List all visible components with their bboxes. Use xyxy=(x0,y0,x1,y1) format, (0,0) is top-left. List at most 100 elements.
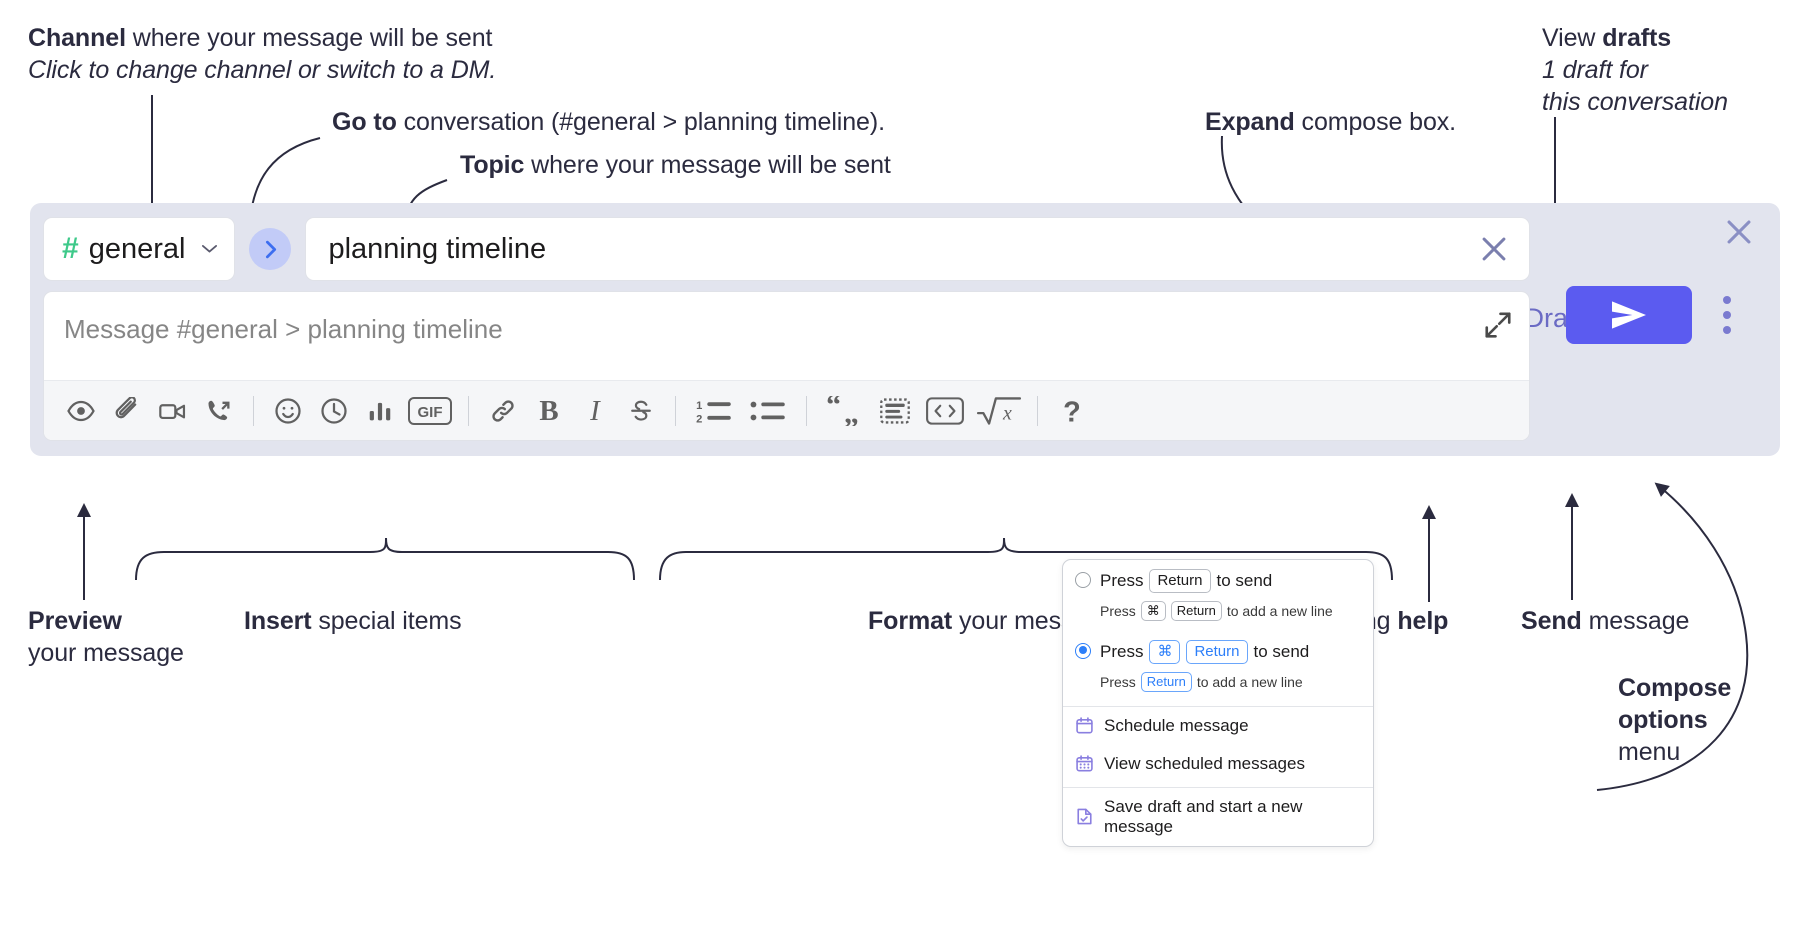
bold-icon[interactable]: B xyxy=(526,389,572,433)
annotation-compose-rest: menu xyxy=(1618,738,1681,766)
kbd-command: ⌘ xyxy=(1140,601,1166,621)
annotation-channel: Channel where your message will be sent … xyxy=(28,22,496,86)
annotation-topic: Topic where your message will be sent xyxy=(460,149,891,181)
compose-options-menu: Press Return to send Press ⌘ Return to a… xyxy=(1062,559,1374,847)
kbd-return: Return xyxy=(1186,639,1248,665)
more-vertical-icon-dot xyxy=(1723,296,1731,304)
topic-value: planning timeline xyxy=(328,232,547,265)
topic-input[interactable]: planning timeline xyxy=(305,217,1530,281)
annotation-compose-bold2: options xyxy=(1618,706,1708,734)
compose-options-kebab-button[interactable] xyxy=(1716,295,1738,335)
annotation-insert-rest: special items xyxy=(311,607,462,635)
channel-selector[interactable]: # general xyxy=(43,217,236,281)
annotation-compose-bold1: Compose xyxy=(1618,674,1732,702)
svg-text:GIF: GIF xyxy=(418,404,443,421)
toolbar-separator xyxy=(806,395,807,426)
strikethrough-icon[interactable] xyxy=(618,389,664,433)
opt1-post: to send xyxy=(1216,571,1273,591)
poll-bars-icon[interactable] xyxy=(357,389,403,433)
opt2-sub-pre: Press xyxy=(1100,673,1136,690)
ordered-list-icon[interactable]: 1 2 xyxy=(687,389,741,433)
save-draft-icon xyxy=(1075,807,1094,826)
annotation-channel-bold: Channel xyxy=(28,24,126,52)
menu-item-view-scheduled-messages[interactable]: View scheduled messages xyxy=(1063,745,1373,783)
gif-icon[interactable]: GIF xyxy=(403,389,457,433)
menu-option-2-subtext: Press Return to add a new line xyxy=(1063,672,1373,702)
svg-text:1: 1 xyxy=(696,399,702,411)
preview-icon[interactable] xyxy=(58,389,104,433)
clock-icon[interactable] xyxy=(311,389,357,433)
bold-glyph: B xyxy=(539,396,558,426)
svg-text:x: x xyxy=(1002,402,1012,424)
panel-close-icon[interactable] xyxy=(1722,215,1756,249)
message-input-box[interactable]: Message #general > planning timeline xyxy=(43,291,1530,441)
annotation-drafts-plain: View xyxy=(1542,24,1603,52)
annotation-drafts: View drafts 1 draft for this conversatio… xyxy=(1542,22,1728,118)
inline-code-icon[interactable] xyxy=(918,389,972,433)
italic-icon[interactable]: I xyxy=(572,389,618,433)
menu-option-1-subtext: Press ⌘ Return to add a new line xyxy=(1063,601,1373,631)
bulleted-list-icon[interactable] xyxy=(741,389,795,433)
annotation-send-rest: message xyxy=(1581,607,1690,635)
code-block-icon[interactable] xyxy=(872,389,918,433)
annotation-topic-bold: Topic xyxy=(460,151,525,179)
menu-item-save-draft[interactable]: Save draft and start a new message xyxy=(1063,788,1373,846)
more-vertical-icon-dot xyxy=(1723,326,1731,334)
annotation-drafts-bold: drafts xyxy=(1602,24,1672,52)
compose-header-row: # general planning timeline xyxy=(43,217,1530,281)
question-mark-glyph: ? xyxy=(1063,396,1081,426)
blockquote-icon[interactable]: “ „ xyxy=(818,389,872,433)
annotation-preview: Preview your message xyxy=(28,605,184,669)
opt1-sub-post: to add a new line xyxy=(1226,603,1333,620)
video-camera-icon[interactable] xyxy=(150,389,196,433)
menu-divider xyxy=(1063,705,1373,707)
radio-selected[interactable] xyxy=(1075,642,1091,659)
topic-clear-close-icon[interactable] xyxy=(1477,232,1511,266)
calendar-schedule-icon xyxy=(1075,716,1094,735)
kbd-command: ⌘ xyxy=(1149,639,1181,665)
compose-inner: # general planning timeline xyxy=(43,217,1530,441)
svg-text:„: „ xyxy=(844,397,859,426)
toolbar-separator xyxy=(675,395,676,426)
kbd-return: Return xyxy=(1149,569,1211,594)
menu-item-label: Save draft and start a new message xyxy=(1104,796,1303,836)
more-vertical-icon-dot xyxy=(1723,311,1731,319)
send-button[interactable] xyxy=(1566,286,1692,344)
goto-conversation-button[interactable] xyxy=(249,228,292,270)
math-sqrt-icon[interactable]: x xyxy=(972,389,1026,433)
emoji-smiley-icon[interactable] xyxy=(265,389,311,433)
annotation-send: Send message xyxy=(1521,605,1689,637)
italic-glyph: I xyxy=(589,396,601,426)
annotation-format-bold: Format xyxy=(868,607,953,635)
menu-option-press-return-to-send[interactable]: Press Return to send xyxy=(1063,560,1373,596)
link-icon[interactable] xyxy=(480,389,526,433)
svg-text:2: 2 xyxy=(696,413,702,425)
attachment-paperclip-icon[interactable] xyxy=(104,389,150,433)
kbd-return: Return xyxy=(1170,601,1222,621)
send-paperplane-icon xyxy=(1612,301,1646,329)
call-forward-icon[interactable] xyxy=(196,389,242,433)
menu-option-press-cmd-return-to-send[interactable]: Press ⌘ Return to send xyxy=(1063,631,1373,667)
opt2-post: to send xyxy=(1253,641,1310,661)
menu-item-schedule-message[interactable]: Schedule message xyxy=(1063,707,1373,745)
formatting-toolbar: GIF B xyxy=(44,380,1529,440)
expand-arrows-icon[interactable] xyxy=(1483,310,1513,340)
annotation-goto-rest: conversation (#general > planning timeli… xyxy=(396,108,885,136)
annotation-send-bold: Send xyxy=(1521,607,1582,635)
radio-unselected[interactable] xyxy=(1075,572,1091,588)
opt2-pre: Press xyxy=(1100,641,1144,661)
help-question-icon[interactable]: ? xyxy=(1049,389,1095,433)
menu-divider xyxy=(1063,786,1373,788)
toolbar-separator xyxy=(468,395,469,426)
opt1-pre: Press xyxy=(1100,571,1144,591)
annotation-drafts-italic2: this conversation xyxy=(1542,88,1728,116)
opt2-sub-post: to add a new line xyxy=(1196,673,1303,690)
annotation-insert: Insert special items xyxy=(244,605,462,637)
annotation-preview-rest: your message xyxy=(28,639,184,667)
compose-panel: Drafts (1) # general xyxy=(30,203,1780,456)
chevron-down-icon xyxy=(201,244,218,254)
annotation-topic-rest: where your message will be sent xyxy=(524,151,891,179)
annotation-expand: Expand compose box. xyxy=(1205,106,1456,138)
